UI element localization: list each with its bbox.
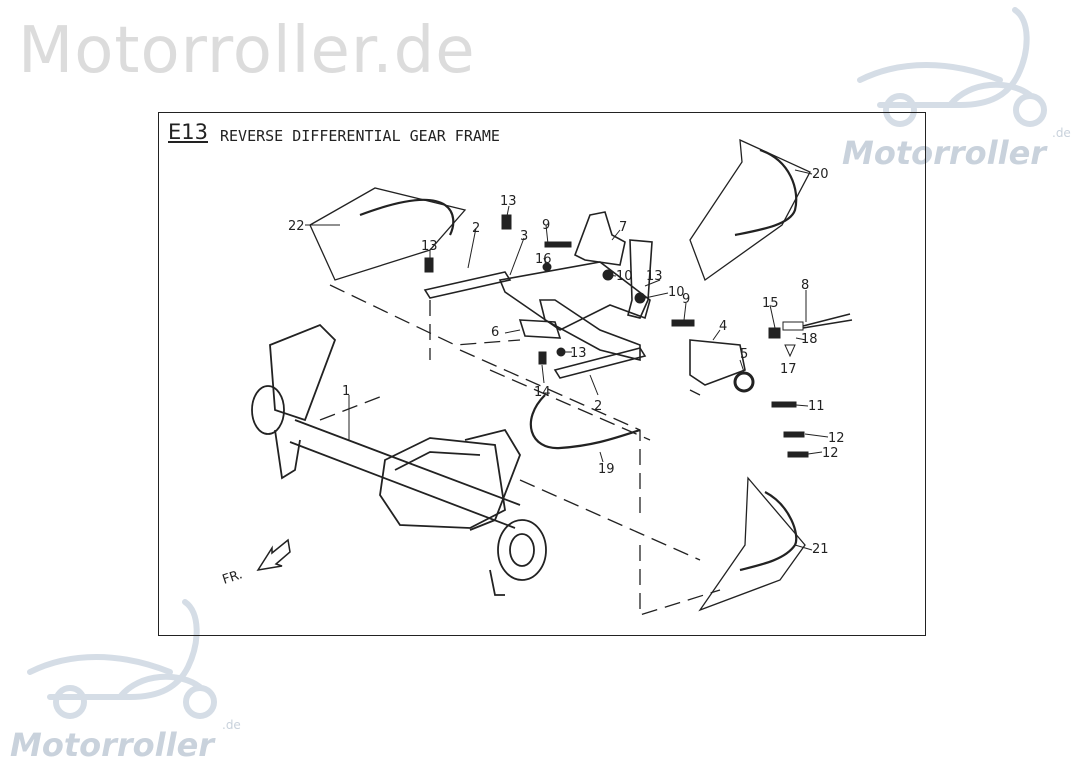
- sensor-wires: [802, 313, 853, 329]
- callout-10-upper: 10: [616, 269, 633, 284]
- frame-parts: [423, 211, 746, 386]
- cable-19: [529, 394, 641, 450]
- bracket-part-7: [573, 211, 626, 266]
- bolt-13-top: [501, 214, 512, 230]
- callout-1: 1: [342, 384, 350, 399]
- callout-16: 16: [535, 252, 552, 267]
- gearbox-housing: [379, 437, 506, 529]
- hub-left: [251, 385, 285, 435]
- watermark-logo-top-right: Motorroller .de: [840, 0, 1080, 172]
- callout-22: 22: [288, 219, 305, 234]
- diagram-frame: [158, 112, 926, 636]
- brake-plate-right: [464, 428, 521, 531]
- callout-9-upper: 9: [542, 218, 550, 233]
- rod-part-2-lower: [553, 347, 647, 379]
- callout-13-right: 13: [646, 269, 663, 284]
- cable-20: [734, 148, 798, 237]
- cable-20-outline: [689, 138, 811, 282]
- bolt-12-upper: [783, 431, 805, 438]
- hub-right: [497, 519, 547, 581]
- diagram-title: REVERSE DIFFERENTIAL GEAR FRAME: [220, 127, 500, 145]
- clip-part-17: [784, 344, 796, 358]
- front-arrow-icon: [256, 538, 291, 572]
- frame-part-3: [498, 261, 651, 331]
- callout-8: 8: [801, 278, 809, 293]
- diagram-code: E13: [168, 120, 208, 144]
- plate-part-4: [689, 339, 746, 386]
- callout-13-top: 13: [500, 194, 517, 209]
- scooter-watermark-icon: [27, 599, 217, 719]
- callout-20: 20: [812, 167, 829, 182]
- watermark-logo-suffix: .de: [222, 718, 241, 732]
- frame-lower-rail: [538, 299, 641, 362]
- cable-22-outline: [309, 187, 467, 281]
- callout-19: 19: [598, 462, 615, 477]
- cable-21-outline: [698, 476, 806, 612]
- brake-arm-right: [489, 569, 505, 596]
- callout-11: 11: [808, 399, 825, 414]
- callout-6: 6: [491, 325, 499, 340]
- nut-10-lower: [634, 292, 646, 304]
- callout-13-center: 13: [570, 346, 587, 361]
- callout-4: 4: [719, 319, 727, 334]
- bolt-14: [538, 351, 547, 365]
- callout-12-upper: 12: [828, 431, 845, 446]
- nut-16: [542, 262, 552, 272]
- hub-right-inner: [509, 533, 535, 567]
- bolt-9-lower: [671, 319, 695, 327]
- brake-arm-left: [274, 429, 301, 480]
- clamp-part-6: [518, 319, 562, 339]
- callout-17: 17: [780, 362, 797, 377]
- callout-21: 21: [812, 542, 829, 557]
- callout-14: 14: [534, 385, 551, 400]
- watermark-logo-text: Motorroller: [10, 726, 215, 764]
- axle-assembly: [251, 323, 547, 596]
- callout-15: 15: [762, 296, 779, 311]
- callout-2-upper: 2: [472, 221, 480, 236]
- callout-labels: 1 2 2 3 4 5 6 7 8 9 9 10 10 11 12 12 13 …: [221, 167, 845, 588]
- bolt-11: [771, 401, 797, 408]
- axle-tube-bottom: [289, 441, 516, 529]
- leader-lines: [305, 169, 829, 551]
- watermark-logo-suffix: .de: [1052, 126, 1071, 140]
- bolt-12-lower: [787, 451, 809, 458]
- clip-part-15: [768, 327, 781, 339]
- sensor-part-8: [782, 321, 804, 331]
- callout-9-lower: 9: [682, 292, 690, 307]
- bolt-13-left: [424, 257, 434, 273]
- bushing-part-5: [733, 371, 755, 393]
- callout-5: 5: [740, 347, 748, 362]
- callout-12-lower: 12: [822, 446, 839, 461]
- axle-tube-top: [294, 419, 521, 506]
- callout-7: 7: [619, 220, 627, 235]
- gearbox-ridge: [394, 451, 481, 471]
- callout-2-lower: 2: [594, 399, 602, 414]
- watermark-site-name: Motorroller.de: [18, 14, 476, 88]
- bolt-9-upper: [544, 241, 572, 248]
- callout-10-lower: 10: [668, 285, 685, 300]
- callout-18: 18: [801, 332, 818, 347]
- rod-part-2-upper: [423, 271, 512, 299]
- watermark-logo-text: Motorroller: [842, 134, 1047, 172]
- lever-part-13: [627, 239, 653, 319]
- cable-22: [359, 198, 455, 236]
- watermark-logo-bottom-left: Motorroller .de: [10, 592, 250, 768]
- callout-13-left: 13: [421, 239, 438, 254]
- cable-21: [739, 491, 798, 572]
- scooter-watermark-icon: [857, 7, 1047, 127]
- brake-plate-left: [269, 323, 337, 422]
- hardware: [424, 214, 809, 458]
- cable-outlines: [309, 138, 811, 612]
- front-direction-label: FR.: [221, 567, 245, 588]
- callout-3: 3: [520, 229, 528, 244]
